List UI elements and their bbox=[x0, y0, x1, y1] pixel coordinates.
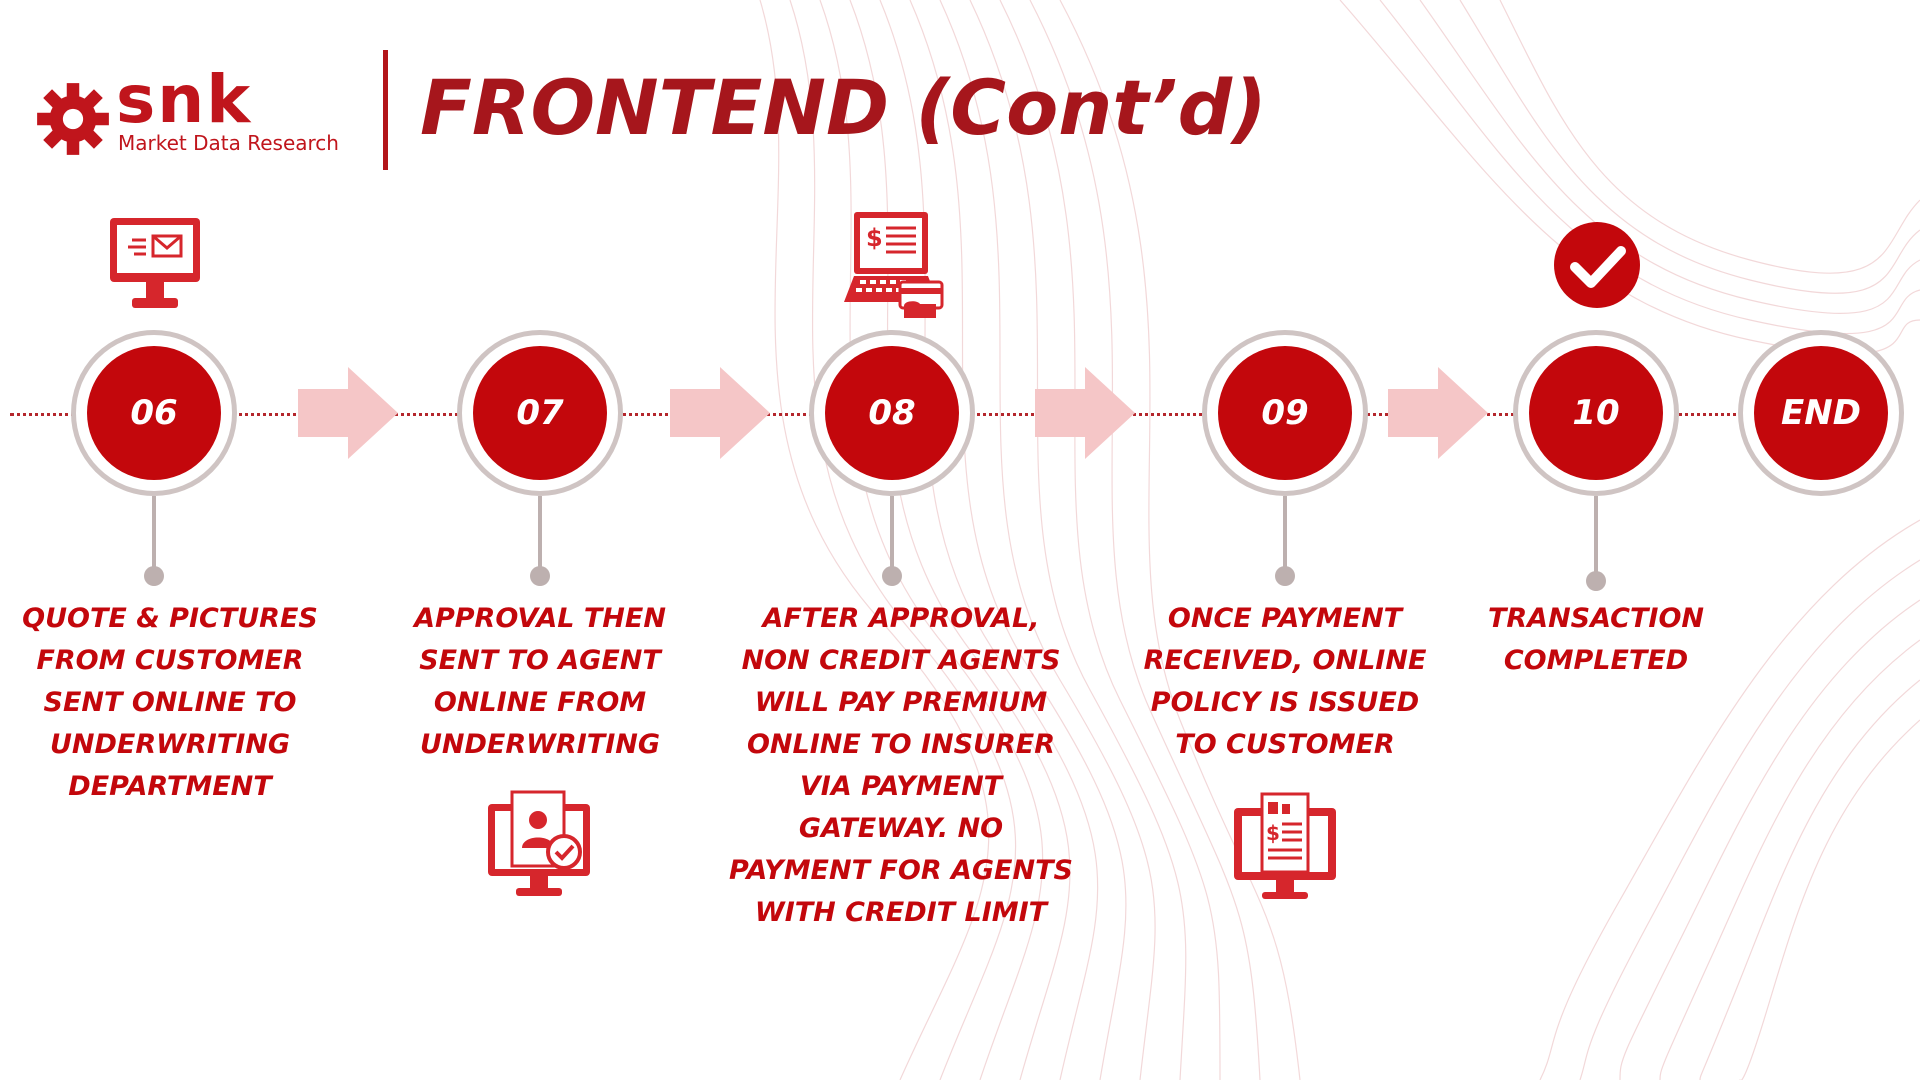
arrow-icon bbox=[298, 367, 398, 459]
step-number: 09 bbox=[1218, 346, 1352, 480]
svg-text:$: $ bbox=[866, 224, 883, 252]
step-node-09: 09 bbox=[1202, 330, 1368, 496]
arrow-icon bbox=[1388, 367, 1488, 459]
checkmark-icon bbox=[1554, 222, 1640, 308]
svg-text:$: $ bbox=[1266, 821, 1280, 845]
gear-icon bbox=[37, 83, 109, 155]
header-divider bbox=[383, 50, 388, 170]
logo-wordmark: snk bbox=[116, 61, 253, 138]
step-node-10: 10 bbox=[1513, 330, 1679, 496]
step-description: QUOTE & PICTURES FROM CUSTOMER SENT ONLI… bbox=[22, 603, 318, 802]
connector-stem bbox=[538, 496, 542, 572]
step-node-08: 08 bbox=[809, 330, 975, 496]
snk-logo: snk Market Data Research bbox=[34, 61, 364, 162]
approved-document-icon bbox=[488, 790, 590, 896]
step-number: 06 bbox=[87, 346, 221, 480]
online-payment-icon: $ bbox=[844, 212, 944, 318]
step-description: ONCE PAYMENT RECEIVED, ONLINE POLICY IS … bbox=[1143, 603, 1427, 760]
step-description: TRANSACTION COMPLETED bbox=[1487, 603, 1705, 676]
step-node-07: 07 bbox=[457, 330, 623, 496]
email-monitor-icon bbox=[110, 218, 200, 308]
step-node-06: 06 bbox=[71, 330, 237, 496]
logo-subtitle: Market Data Research bbox=[118, 131, 339, 155]
connector-stem bbox=[890, 496, 894, 572]
connector-dot bbox=[1275, 566, 1295, 586]
connector-dot bbox=[144, 566, 164, 586]
step-number: END bbox=[1754, 346, 1888, 480]
connector-stem bbox=[152, 496, 156, 572]
page-title: FRONTEND (Cont’d) bbox=[420, 63, 1267, 152]
step-node-end: END bbox=[1738, 330, 1904, 496]
invoice-monitor-icon: $ bbox=[1234, 792, 1336, 899]
step-number: 07 bbox=[473, 346, 607, 480]
connector-stem bbox=[1283, 496, 1287, 572]
step-number: 10 bbox=[1529, 346, 1663, 480]
connector-dot bbox=[530, 566, 550, 586]
connector-dot bbox=[1586, 571, 1606, 591]
step-description: AFTER APPROVAL, NON CREDIT AGENTS WILL P… bbox=[729, 603, 1073, 928]
connector-stem bbox=[1594, 496, 1598, 578]
connector-dot bbox=[882, 566, 902, 586]
arrow-icon bbox=[670, 367, 770, 459]
step-description: APPROVAL THEN SENT TO AGENT ONLINE FROM … bbox=[414, 603, 666, 760]
step-number: 08 bbox=[825, 346, 959, 480]
arrow-icon bbox=[1035, 367, 1135, 459]
